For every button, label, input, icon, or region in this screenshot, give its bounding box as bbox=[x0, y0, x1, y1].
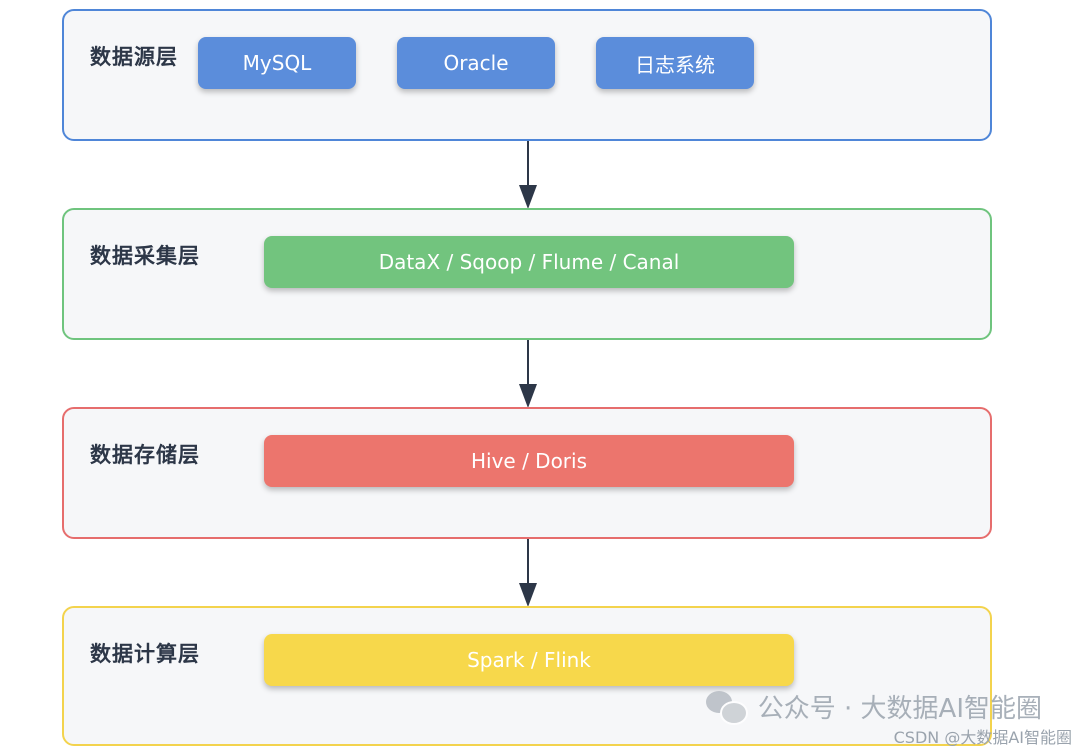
csdn-credit: CSDN @大数据AI智能圈 bbox=[893, 728, 1072, 747]
layer-title: 数据计算层 bbox=[90, 642, 200, 666]
chip-storage-tools: Hive / Doris bbox=[264, 435, 794, 487]
watermark: 公众号 · 大数据AI智能圈 bbox=[705, 688, 1042, 725]
arrow-collection-to-storage bbox=[519, 340, 537, 408]
chip-collection-tools: DataX / Sqoop / Flume / Canal bbox=[264, 236, 794, 288]
layer-title: 数据源层 bbox=[90, 45, 178, 69]
arrow-source-to-collection bbox=[519, 141, 537, 209]
data-collection-layer: 数据采集层 DataX / Sqoop / Flume / Canal bbox=[62, 208, 992, 340]
chip-compute-tools: Spark / Flink bbox=[264, 634, 794, 686]
chip-mysql: MySQL bbox=[198, 37, 356, 89]
watermark-text: 公众号 · 大数据AI智能圈 bbox=[757, 694, 1042, 724]
layer-title: 数据存储层 bbox=[90, 443, 200, 467]
layer-title: 数据采集层 bbox=[90, 244, 200, 268]
chip-oracle: Oracle bbox=[397, 37, 555, 89]
data-source-layer: 数据源层 MySQL Oracle 日志系统 bbox=[62, 9, 992, 141]
data-storage-layer: 数据存储层 Hive / Doris bbox=[62, 407, 992, 539]
data-compute-layer: 数据计算层 Spark / Flink bbox=[62, 606, 992, 746]
chip-log-system: 日志系统 bbox=[596, 37, 754, 89]
arrow-storage-to-compute bbox=[519, 539, 537, 607]
wechat-icon bbox=[705, 689, 748, 725]
